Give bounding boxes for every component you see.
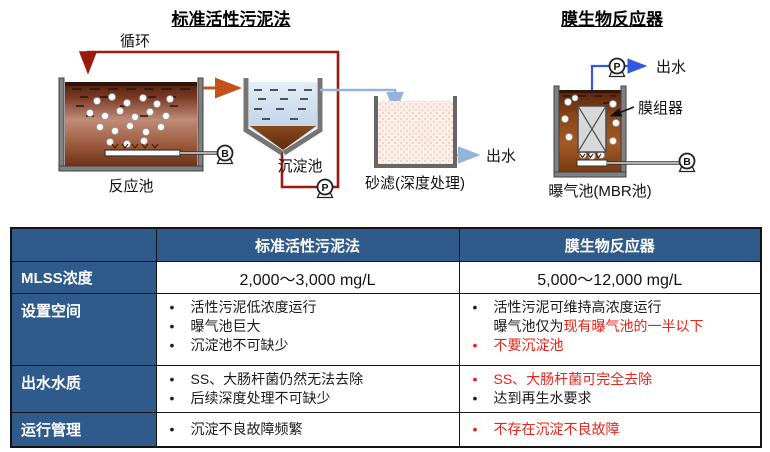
reaction-tank — [58, 77, 218, 172]
table-row: MLSS浓度 2,000～3,000 mg/L 5,000～12,000 mg/… — [10, 261, 762, 294]
bullet-marker: • — [169, 318, 175, 334]
pump-icon: P — [316, 178, 334, 199]
svg-text:B: B — [221, 148, 229, 160]
tank-walls — [553, 85, 627, 178]
comparison-table: 标准活性污泥法 膜生物反应器 MLSS浓度 2,000～3,000 mg/L 5… — [10, 227, 762, 448]
header-mbr-process: 膜生物反应器 — [458, 227, 762, 262]
space-mbr-cell: • 活性污泥可维持高浓度运行 曝气池仅为现有曝气池的一半以下 • 不要沉淀池 — [458, 293, 762, 366]
mlss-mbr-value: 5,000～12,000 mg/L — [458, 261, 762, 294]
table-header-row: 标准活性污泥法 膜生物反应器 — [10, 227, 762, 262]
quality-mbr-cell: • SS、大肠杆菌可完全去除 • 达到再生水要求 — [458, 365, 762, 413]
row-label-space: 设置空间 — [10, 293, 157, 366]
mbr-tank — [553, 85, 680, 178]
bullet-marker: • — [169, 390, 175, 406]
bullet-text: 达到再生水要求 — [493, 390, 592, 406]
effluent-label: 出水 — [486, 148, 516, 165]
aeration-bubbles — [86, 93, 174, 148]
bullet-marker: • — [472, 337, 478, 353]
row-label-mlss: MLSS浓度 — [10, 261, 157, 294]
recirculation-pipe — [78, 50, 340, 189]
settling-tank-label: 沉淀池 — [277, 158, 322, 175]
highlight-text: 现有曝气池的一半以下 — [563, 318, 704, 334]
membrane-module-label: 膜组器 — [638, 100, 683, 117]
membrane-pointer-arrow — [609, 106, 635, 117]
row-label-ops: 运行管理 — [10, 412, 157, 447]
settled-sludge — [250, 126, 316, 150]
header-empty-cell — [10, 227, 157, 262]
quality-std-cell: • SS、大肠杆菌仍然无法去除 • 后续深度处理不可缺少 — [155, 365, 460, 413]
bullet-marker: • — [472, 371, 478, 387]
bullet-marker: • — [169, 420, 175, 437]
bullet-text: 不存在沉淀不良故障 — [493, 420, 620, 437]
bullet-text: 曝气池巨大 — [190, 318, 261, 334]
bullet-text: 不要沉淀池 — [493, 337, 564, 353]
bullet-continuation: 曝气池仅为现有曝气池的一半以下 — [493, 318, 704, 334]
effluent-label: 出水 — [656, 59, 686, 76]
bullet-text: SS、大肠杆菌可完全去除 — [493, 371, 653, 387]
table-row: 运行管理 • 沉淀不良故障频繁 • 不存在沉淀不良故障 — [10, 412, 762, 447]
left-diagram-title: 标准活性污泥法 — [171, 10, 291, 29]
bullet-text: 后续深度处理不可缺少 — [190, 390, 331, 406]
ops-mbr-cell: • 不存在沉淀不良故障 — [458, 412, 762, 447]
blower-icon: B — [678, 152, 696, 173]
tank-walls — [374, 96, 457, 168]
bullet-marker: • — [472, 420, 478, 437]
bullet-marker: • — [472, 299, 478, 315]
row-label-quality: 出水水质 — [10, 365, 157, 413]
aeration-bubbles — [561, 94, 620, 160]
right-diagram-title: 膜生物反应器 — [561, 10, 663, 29]
settling-tank — [243, 78, 323, 156]
bullet-marker: • — [169, 371, 175, 387]
bullet-text: 活性污泥低浓度运行 — [190, 299, 317, 315]
bullet-marker: • — [169, 299, 175, 315]
sand-filter-label: 砂滤(深度处理) — [365, 175, 465, 192]
sand-filter — [374, 96, 457, 168]
pump-icon: P — [608, 57, 626, 78]
mlss-std-value: 2,000～3,000 mg/L — [155, 261, 460, 294]
diffuser-jets — [111, 143, 159, 149]
svg-text:P: P — [321, 182, 328, 194]
clarifier-dashes — [254, 89, 312, 120]
mbr-tank-label: 曝气池(MBR池) — [548, 183, 651, 200]
table-row: 出水水质 • SS、大肠杆菌仍然无法去除 • 后续深度处理不可缺少 • SS、大肠杆菌… — [10, 365, 762, 413]
bullet-text: 沉淀不良故障频繁 — [190, 420, 303, 437]
svg-text:B: B — [683, 156, 691, 168]
process-diagram: 循环 — [58, 33, 696, 200]
bullet-marker: • — [169, 337, 175, 353]
recirculation-label: 循环 — [120, 33, 150, 50]
space-std-cell: • 活性污泥低浓度运行 • 曝气池巨大 • 沉淀池不可缺少 — [155, 293, 460, 366]
air-diffuser — [104, 149, 181, 157]
blower-icon: B — [216, 144, 234, 165]
bullet-text: 活性污泥可维持高浓度运行 — [493, 299, 662, 315]
svg-text:P: P — [613, 61, 620, 73]
tank-walls — [58, 77, 204, 172]
bullet-marker: • — [472, 390, 478, 406]
tank-walls — [243, 78, 284, 156]
header-std-process: 标准活性污泥法 — [155, 227, 460, 262]
diffuser-jets — [579, 153, 602, 159]
ops-std-cell: • 沉淀不良故障频繁 — [155, 412, 460, 447]
table-row: 设置空间 • 活性污泥低浓度运行 • 曝气池巨大 • 沉淀池不可缺少 • 活性污泥可维持… — [10, 293, 762, 366]
bullet-text: 沉淀池不可缺少 — [190, 337, 289, 353]
reaction-tank-label: 反应池 — [108, 177, 153, 195]
bullet-text: SS、大肠杆菌仍然无法去除 — [190, 371, 364, 387]
air-diffuser — [576, 159, 608, 167]
